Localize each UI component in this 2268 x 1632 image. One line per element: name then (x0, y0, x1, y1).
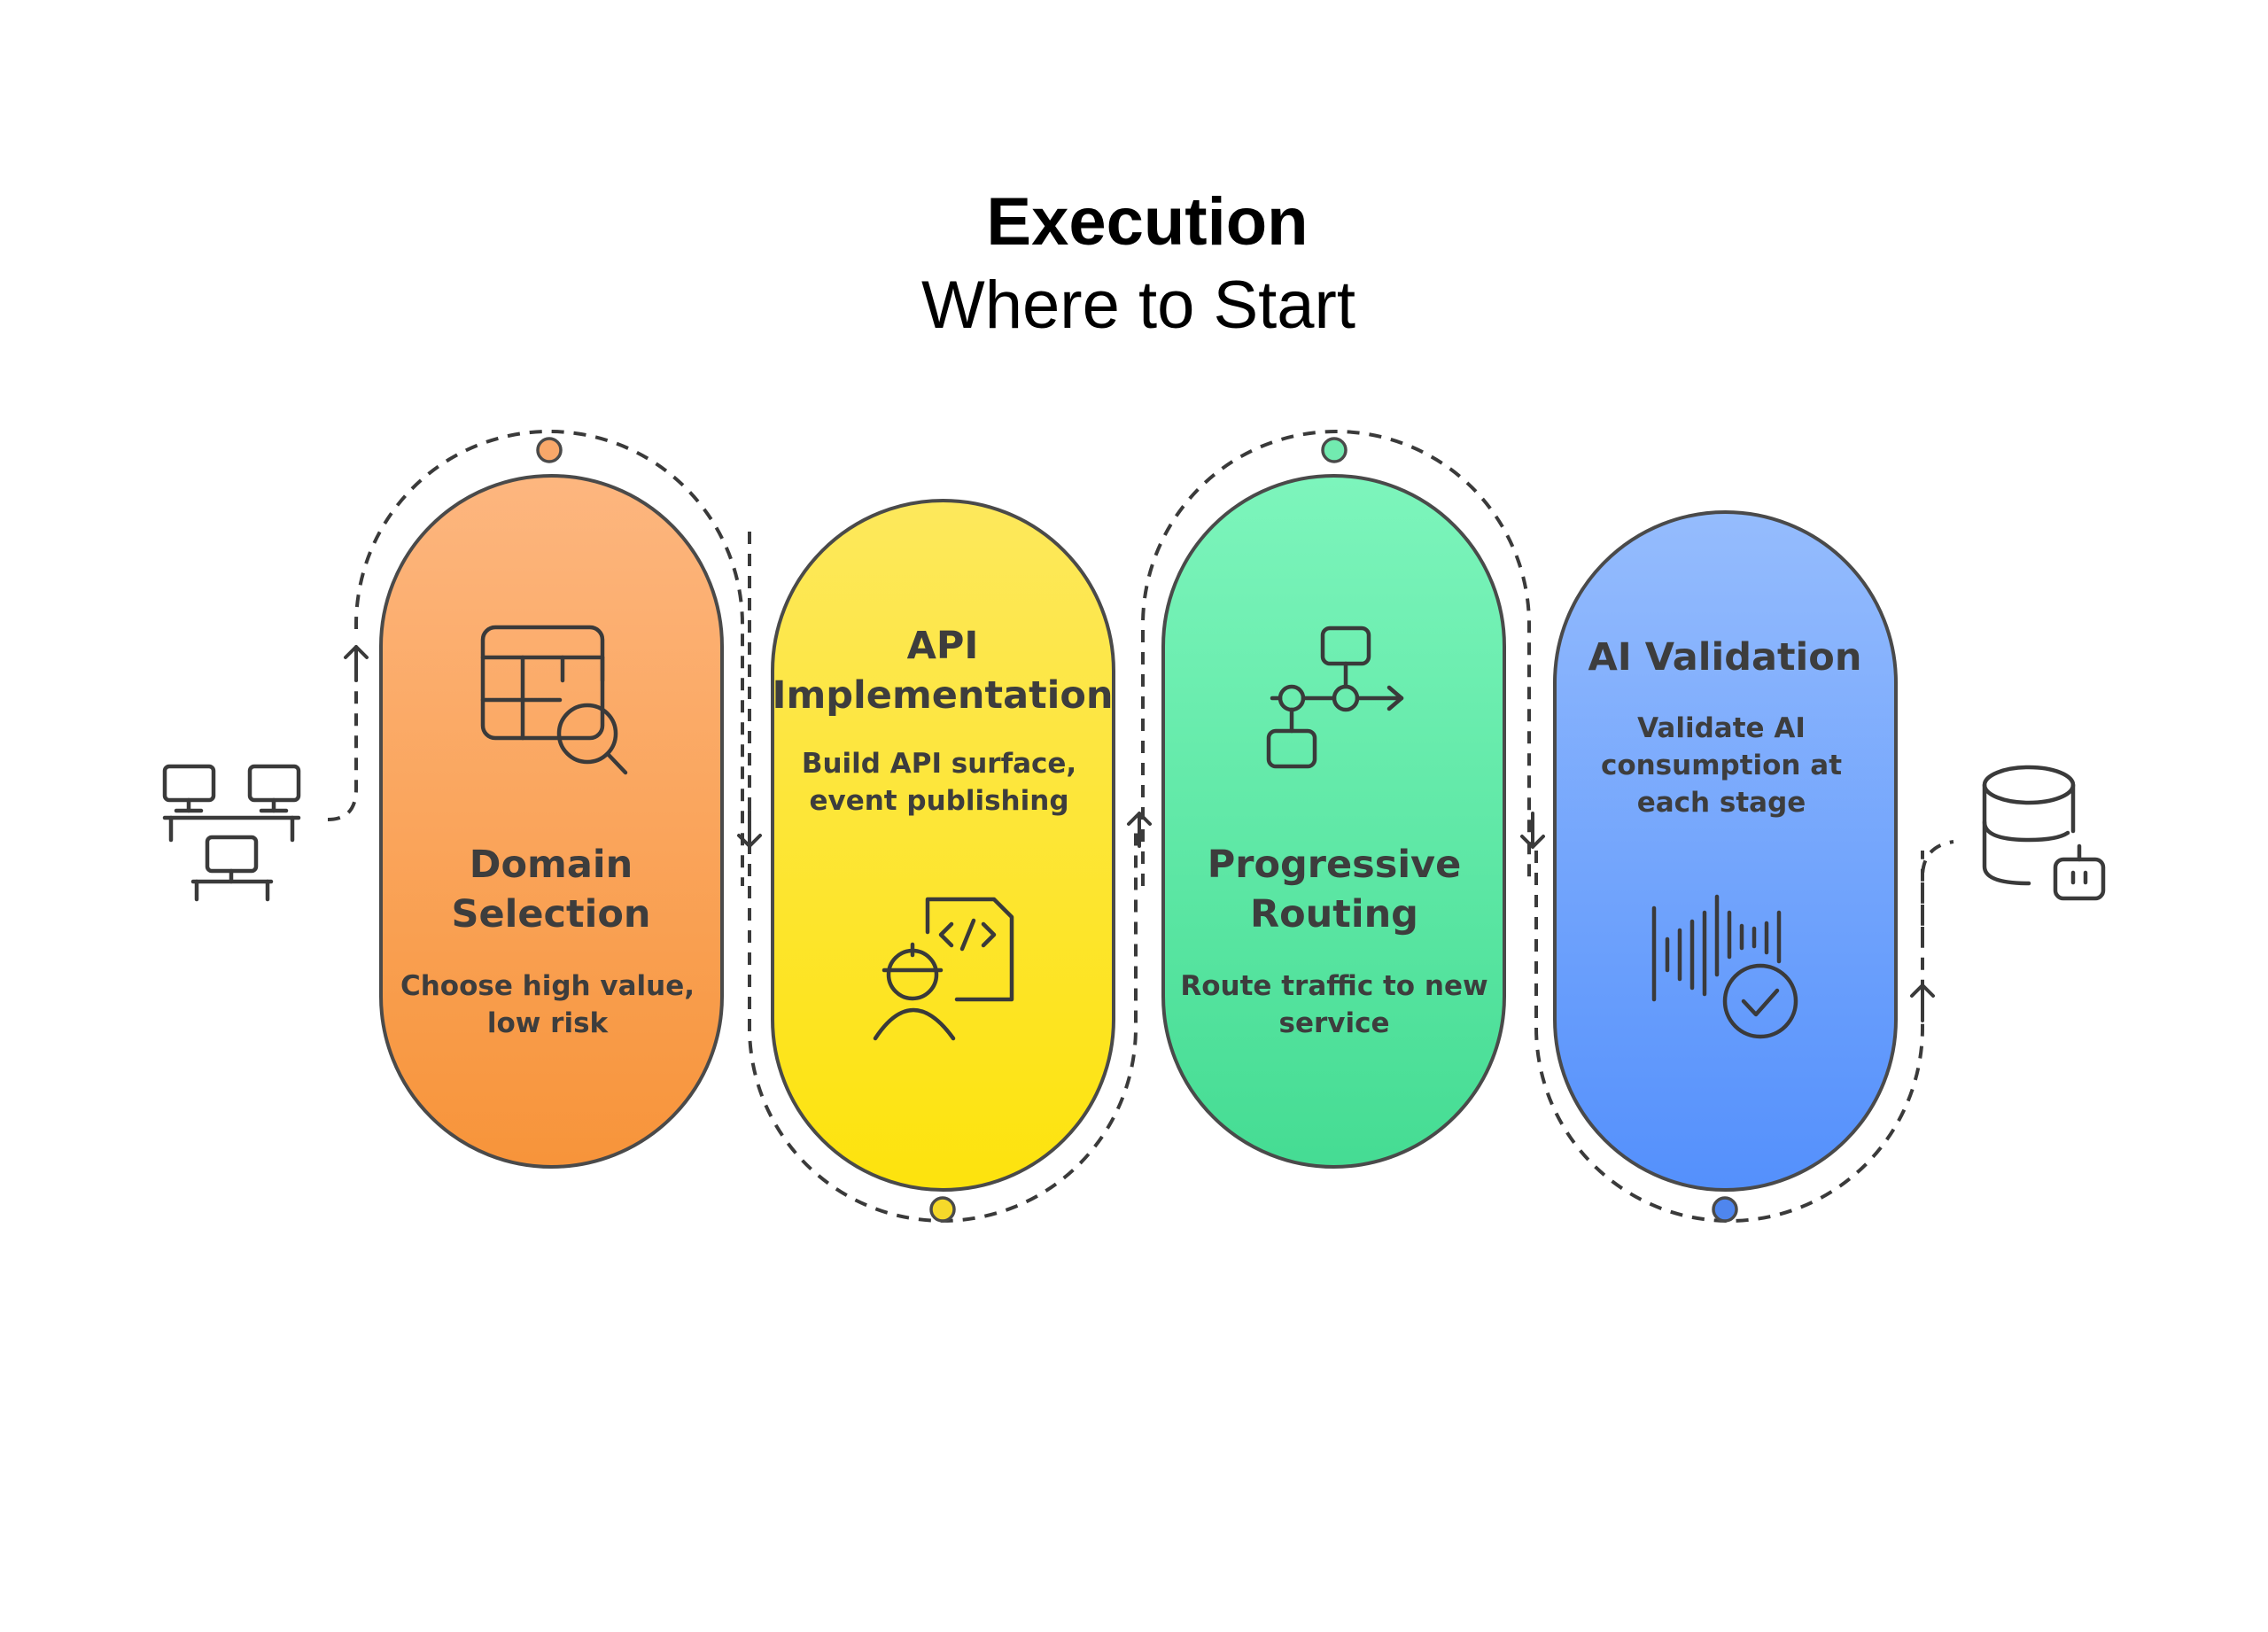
connector-arc-ai-validation (1534, 851, 1924, 1223)
stage-description-domain-selection: Choose high value,low risk (400, 970, 695, 1039)
arrow-up-icon (1127, 812, 1152, 848)
milestone-dot-domain-selection (536, 437, 563, 463)
milestone-dot-progressive-routing (1321, 437, 1348, 463)
connector-arc-progressive-routing (1141, 430, 1531, 886)
diagram-subtitle: Where to Start (921, 268, 1355, 343)
routing-flow-icon (1266, 626, 1404, 769)
arrow-down-icon (737, 809, 762, 848)
stage-pill-ai-validation (1553, 510, 1898, 1192)
milestone-dot-api-implementation (929, 1196, 956, 1223)
database-bot-icon (1982, 765, 2106, 901)
stage-pill-api-implementation (771, 499, 1115, 1192)
table-search-icon (480, 625, 628, 775)
connector-arc-domain-selection (354, 430, 744, 886)
stage-description-api-implementation: Build API surface,event publishing (802, 748, 1076, 817)
connector-end-lead (1921, 840, 1954, 939)
milestone-dot-ai-validation (1712, 1196, 1738, 1223)
developer-code-icon (873, 897, 1014, 1041)
arrow-up-icon (1910, 983, 1935, 1022)
stage-pill-progressive-routing (1161, 474, 1506, 1169)
arrow-down-icon (1520, 812, 1545, 849)
waveform-check-icon (1651, 894, 1798, 1039)
stage-title-ai-validation: AI Validation (1588, 635, 1862, 680)
diagram-title: Execution (986, 184, 1308, 260)
arrow-up-icon (344, 645, 369, 682)
stage-pill-domain-selection (379, 474, 724, 1169)
connector-start-lead (327, 673, 358, 821)
networked-computers-icon (162, 764, 301, 902)
